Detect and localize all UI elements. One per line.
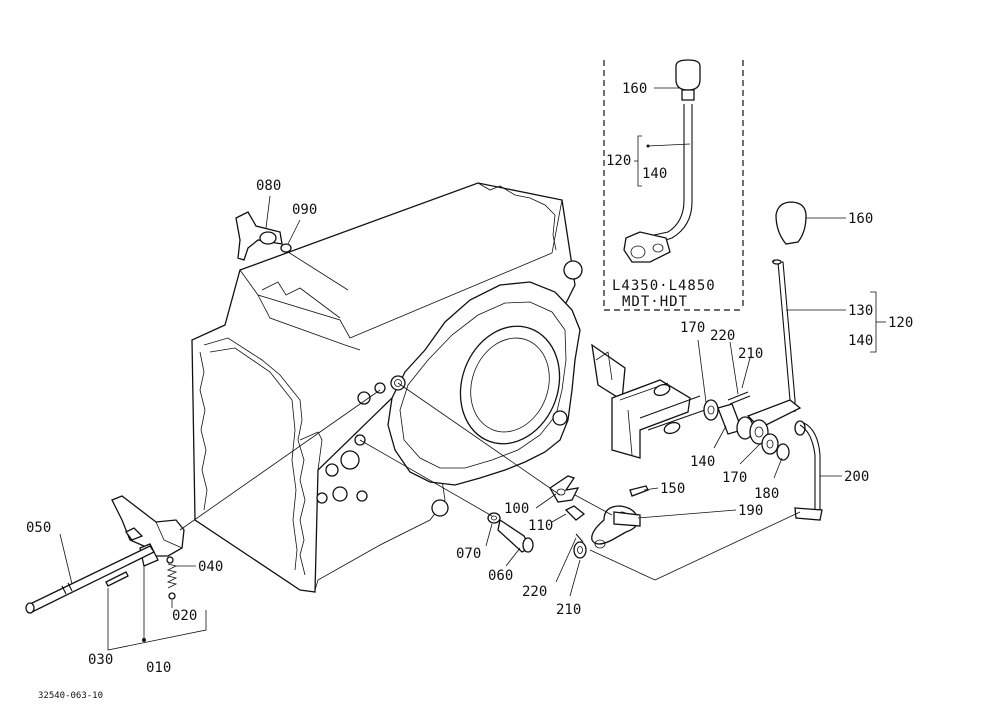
variant-inset	[603, 59, 744, 311]
callout-210-lower: 210	[556, 602, 581, 618]
shift-fork-shaft	[25, 389, 381, 648]
callout-120-inset: 120	[606, 153, 631, 169]
callout-140-main: 140	[848, 333, 873, 349]
leader-lines	[59, 87, 886, 651]
callout-160-main: 160	[848, 211, 873, 227]
callout-180: 180	[754, 486, 779, 502]
callout-220-lower: 220	[522, 584, 547, 600]
figure-code: 32540-063-10	[38, 691, 103, 701]
variant-note-types: MDT·HDT	[622, 294, 688, 310]
shift-lever-assembly	[703, 201, 823, 521]
variant-note-models: L4350·L4850	[612, 278, 716, 294]
callout-060: 060	[488, 568, 513, 584]
callout-090: 090	[292, 202, 317, 218]
callout-010: 010	[146, 660, 171, 676]
callout-200: 200	[844, 469, 869, 485]
callout-110: 110	[528, 518, 553, 534]
callout-190: 190	[738, 503, 763, 519]
callout-030: 030	[88, 652, 113, 668]
callout-220-upper: 220	[710, 328, 735, 344]
callout-150: 150	[660, 481, 685, 497]
callout-040: 040	[198, 559, 223, 575]
breather-plug	[235, 211, 349, 291]
callout-170-upper: 170	[680, 320, 705, 336]
shift-shaft-bracket	[611, 379, 706, 459]
callout-050: 050	[26, 520, 51, 536]
callout-140-inset: 140	[642, 166, 667, 182]
callout-140-lower: 140	[690, 454, 715, 470]
callout-160-inset: 160	[622, 81, 647, 97]
callout-080: 080	[256, 178, 281, 194]
callout-210-upper: 210	[738, 346, 763, 362]
callout-120-main: 120	[888, 315, 913, 331]
linkage-parts	[359, 382, 801, 581]
transmission-housing	[191, 182, 626, 593]
callout-170-lower: 170	[722, 470, 747, 486]
callout-130: 130	[848, 303, 873, 319]
callout-070: 070	[456, 546, 481, 562]
callout-100: 100	[504, 501, 529, 517]
callout-020: 020	[172, 608, 197, 624]
callout-labels: 160 120 140 L4350·L4850 MDT·HDT 160 130 …	[26, 81, 913, 701]
